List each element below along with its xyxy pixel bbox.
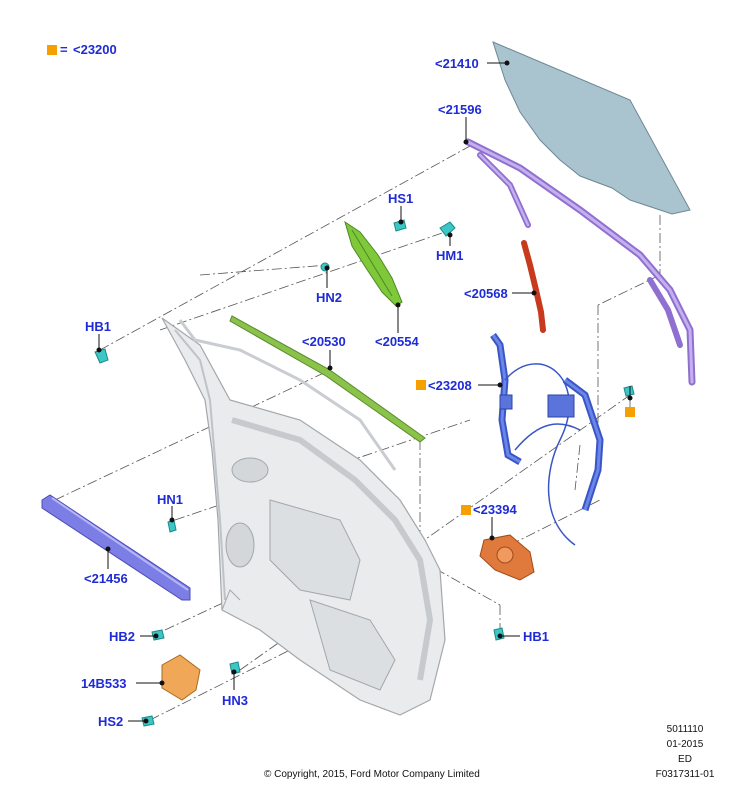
glass-run-channel [464,138,696,386]
callout-21410[interactable]: <21410 [435,56,479,71]
callout-20568[interactable]: <20568 [464,286,508,301]
marker-23208 [416,380,426,390]
callout-hb2[interactable]: HB2 [109,629,136,644]
callout-hs2[interactable]: HS2 [98,714,124,729]
door-inner-panel [161,317,446,716]
callout-hs1[interactable]: HS1 [388,191,414,206]
window-motor [479,534,535,581]
legend-equals: = [60,42,68,57]
window-regulator [490,332,604,546]
diagram-code: 5011110 [666,724,704,735]
legend-marker [47,45,57,55]
fastener-regulator [623,385,635,397]
marker-23394 [461,505,471,515]
copyright-text: © Copyright, 2015, Ford Motor Company Li… [264,769,480,780]
callout-23394[interactable]: <23394 [473,502,517,517]
callout-21456[interactable]: <21456 [84,571,128,586]
lower-trim-bar [41,494,191,601]
marker-regulator-fastener [625,407,635,417]
legend-text: <23200 [73,42,117,57]
window-glass [492,41,691,215]
diagram-edition: ED [678,754,692,765]
figure-number: F0317311-01 [655,769,715,780]
red-run-strip [521,240,546,333]
callout-hm1[interactable]: HM1 [436,248,464,263]
callout-14b533[interactable]: 14B533 [81,676,127,691]
control-module [161,654,201,701]
fastener-hb1-upper [94,348,109,364]
callout-21596[interactable]: <21596 [438,102,482,117]
callout-hn1[interactable]: HN1 [157,492,184,507]
fastener-hm1 [439,221,456,237]
callout-20530[interactable]: <20530 [302,334,346,349]
callout-hn3[interactable]: HN3 [222,693,249,708]
reinforcement-bracket [344,220,403,307]
callout-hb1-upper[interactable]: HB1 [85,319,112,334]
callout-23208[interactable]: <23208 [428,378,472,393]
callout-hn2[interactable]: HN2 [316,290,343,305]
leader-lines [96,60,633,724]
callout-20554[interactable]: <20554 [375,334,419,349]
diagram-date: 01-2015 [666,739,704,750]
callout-hb1-lower[interactable]: HB1 [523,629,550,644]
